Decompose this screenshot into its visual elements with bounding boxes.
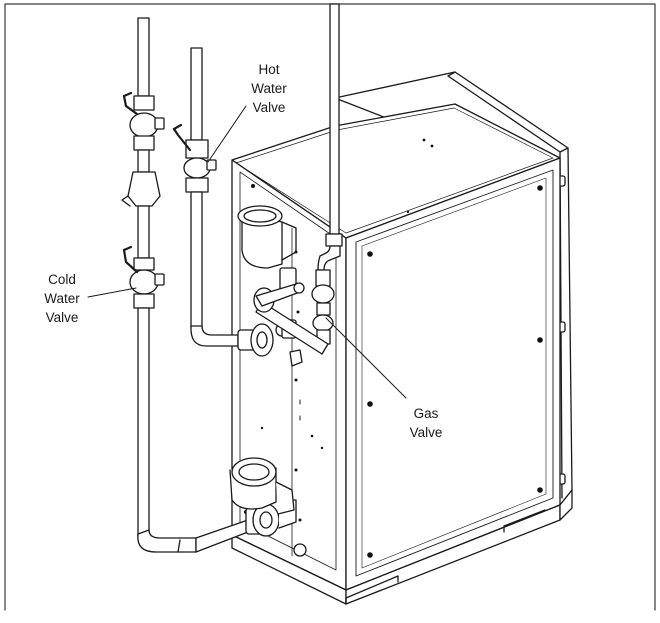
gas-pipe (253, 3, 343, 355)
hot-pipe-lower (190, 191, 203, 329)
hot-water-leader (207, 105, 247, 163)
gas-valve-leader (325, 317, 407, 399)
gas-valve-label-line: Valve (409, 425, 443, 440)
cold-water-valve-label-line: Water (44, 291, 80, 306)
leader-lines (87, 105, 407, 399)
cold-pipe-top (137, 17, 150, 97)
hot-water-valve-label-line: Water (251, 81, 287, 96)
hot-water-valve-label-line: Hot (258, 62, 280, 77)
top-holes (406, 138, 434, 214)
gas-valve-body (311, 284, 335, 304)
cold-water-valve-label-line: Valve (45, 310, 79, 325)
upper-shutoff-valve (129, 112, 159, 138)
hot-water-valve-label-line: Valve (252, 100, 286, 115)
gas-valve-label-line: Gas (413, 406, 439, 421)
cold-water-leader (87, 287, 137, 298)
gas-pipe-riser (329, 3, 340, 235)
gas-valve-label: Gas Valve (400, 404, 452, 442)
cold-water-valve-label: Cold Water Valve (36, 270, 88, 327)
flue-opening-lower (231, 457, 277, 487)
hot-water-pipe (172, 47, 289, 357)
strainer (127, 171, 161, 207)
cold-water-valve-body (129, 269, 159, 295)
hot-water-valve-body (183, 157, 211, 179)
hot-pipe-upper (190, 47, 203, 141)
hot-water-valve-label: Hot Water Valve (240, 60, 298, 117)
vent-connections (229, 205, 303, 515)
cold-water-valve-label-line: Cold (48, 272, 76, 287)
cold-pipe-lower (137, 307, 150, 537)
